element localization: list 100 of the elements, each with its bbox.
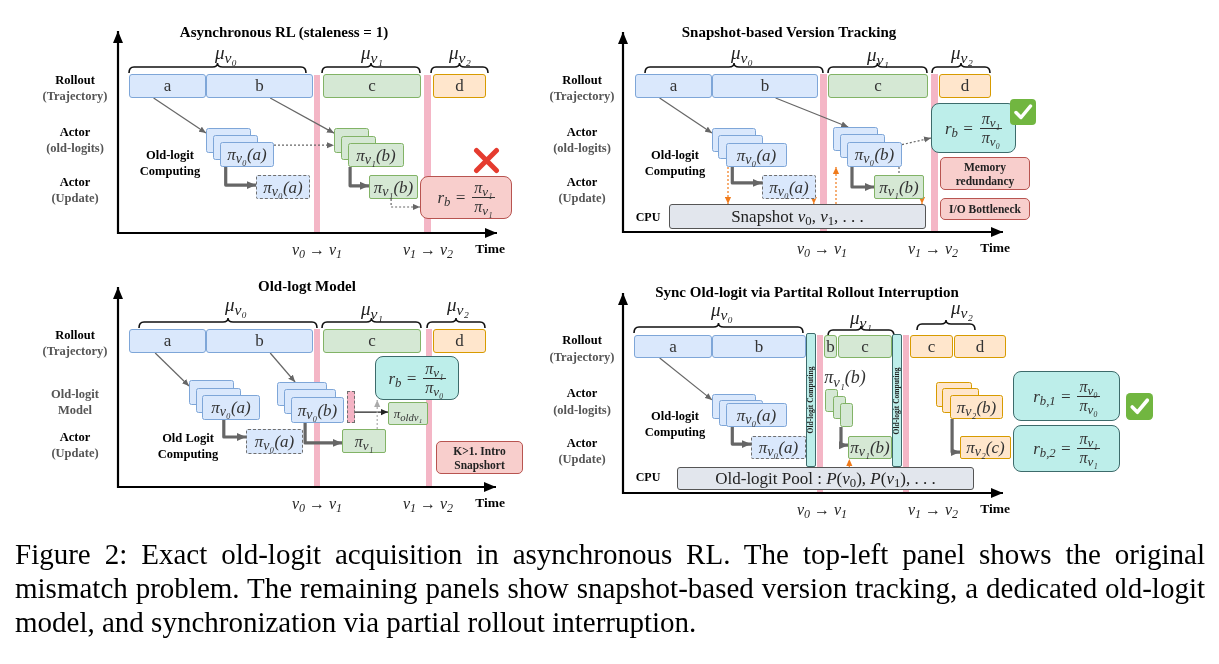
step-label: Old-logit Computing bbox=[643, 147, 707, 179]
formula-text: r$_{b,1}$ = bbox=[1033, 386, 1072, 406]
formula-box bbox=[1013, 371, 1120, 421]
cpu-storage-bar bbox=[669, 204, 926, 229]
rollout-segment bbox=[206, 329, 313, 353]
row-label: Actor bbox=[566, 124, 598, 140]
note-text: Memory redundancy bbox=[954, 159, 1016, 188]
rollout-segment bbox=[838, 335, 892, 358]
cpu-storage-bar bbox=[677, 467, 974, 490]
row-label: (old-logits) bbox=[553, 140, 611, 156]
row-label: (old-logits) bbox=[46, 140, 104, 156]
rollout-segment bbox=[635, 74, 712, 98]
segment-label: c bbox=[368, 332, 376, 350]
arrow bbox=[303, 423, 342, 447]
dotted-arrow bbox=[390, 198, 421, 211]
storage-text: Snapshot v$_{0}$, v$_{1}$, . . . bbox=[731, 207, 864, 226]
rollout-segment bbox=[433, 74, 486, 98]
row-label: (Trajectory) bbox=[549, 88, 615, 104]
step-label: Old Logit Computing bbox=[156, 430, 220, 462]
version-tick-label: v$_{0}$ → v$_{1}$ bbox=[291, 495, 343, 513]
axis-label: Time bbox=[475, 495, 505, 511]
rollout-segment bbox=[129, 74, 206, 98]
version-tick-label: v$_{1}$ → v$_{2}$ bbox=[402, 495, 454, 513]
segment-label: d bbox=[455, 77, 464, 95]
arrow bbox=[950, 419, 960, 457]
panel-title: Asynchronous RL (staleness = 1) bbox=[179, 23, 389, 41]
card-stack bbox=[712, 394, 787, 427]
dotted-arrow bbox=[832, 166, 840, 205]
logit-card bbox=[762, 175, 816, 199]
rollout-segment bbox=[323, 74, 421, 98]
row-label: Actor bbox=[566, 385, 598, 401]
arrow bbox=[850, 167, 874, 191]
segment-label: d bbox=[960, 77, 970, 95]
segment-label: a bbox=[163, 77, 172, 95]
arrow bbox=[224, 167, 256, 190]
arrow bbox=[222, 420, 246, 441]
formula-text: r$_{b}$ = bbox=[388, 368, 418, 388]
note-text: K>1. Intro Snapshort bbox=[452, 443, 507, 472]
math-label: π$_{v₀}$(a) bbox=[254, 432, 295, 451]
logit-card bbox=[342, 429, 386, 453]
row-label: (Trajectory) bbox=[42, 88, 108, 104]
math-label: π$_{v₁}$(b) bbox=[373, 177, 414, 197]
formula-box bbox=[375, 356, 459, 400]
row-label: Rollout bbox=[562, 332, 602, 348]
dotted-arrow bbox=[918, 197, 926, 205]
segment-label: b bbox=[754, 337, 764, 356]
segment-label: c bbox=[874, 77, 882, 95]
dotted-arrow bbox=[374, 399, 381, 430]
panel-title: Old-logt Model bbox=[258, 277, 356, 295]
axis-label: Time bbox=[475, 241, 505, 257]
step-label: Old-logit Computing bbox=[138, 147, 202, 179]
card-stack bbox=[334, 128, 404, 167]
row-label: Rollout bbox=[55, 72, 95, 88]
math-label: π$_{v₀}$(a) bbox=[736, 145, 777, 165]
math-label: π$_{v₁}$(b) bbox=[879, 177, 919, 197]
logit-card bbox=[246, 429, 303, 454]
segment-label: d bbox=[975, 337, 985, 356]
dotted-arrow bbox=[901, 136, 932, 146]
arrow bbox=[659, 357, 713, 401]
row-label: Actor bbox=[59, 124, 91, 140]
segment-label: d bbox=[455, 332, 464, 350]
marker-bar bbox=[347, 391, 355, 423]
row-label: (Update) bbox=[558, 190, 606, 206]
segment-label: c bbox=[861, 337, 869, 356]
card-stack bbox=[189, 380, 260, 420]
rollout-segment bbox=[634, 335, 712, 358]
row-label: (Update) bbox=[51, 190, 99, 206]
dotted-arrow bbox=[273, 142, 335, 149]
arrow bbox=[839, 427, 848, 450]
card-stack bbox=[825, 389, 853, 427]
fraction-denominator: π$_{v₁}$ bbox=[473, 198, 494, 216]
arrow bbox=[153, 97, 207, 134]
math-label: π$_{v₀}$(b) bbox=[297, 400, 338, 420]
rollout-segment bbox=[954, 335, 1006, 358]
warning-note bbox=[436, 441, 523, 474]
row-label: (Trajectory) bbox=[549, 349, 615, 365]
vertical-bar bbox=[806, 333, 816, 467]
version-tick-label: v$_{0}$ → v$_{1}$ bbox=[796, 501, 848, 519]
axis-label: Time bbox=[980, 240, 1010, 256]
row-label: Actor bbox=[59, 174, 91, 190]
math-label: π$_{v₀}$(a) bbox=[263, 177, 303, 197]
dotted-arrow bbox=[724, 166, 732, 205]
dotted-arrow bbox=[846, 458, 853, 468]
segment-label: c bbox=[368, 77, 376, 95]
segment-label: a bbox=[669, 337, 677, 356]
formula-text: r$_{b}$ = bbox=[944, 118, 974, 138]
row-label: Actor bbox=[566, 174, 598, 190]
arrow bbox=[154, 352, 190, 387]
axis-label: Time bbox=[980, 501, 1010, 517]
arrow bbox=[730, 427, 751, 449]
segment-label: b bbox=[255, 77, 264, 95]
version-tick-label: v$_{1}$ → v$_{2}$ bbox=[907, 240, 959, 258]
math-label: π$_{v₁}$(b) bbox=[850, 438, 890, 457]
card-stack bbox=[936, 382, 1003, 419]
rollout-segment bbox=[323, 329, 421, 353]
fraction-denominator: π$_{v₀}$ bbox=[980, 128, 1002, 147]
card-stack bbox=[833, 127, 902, 167]
logit-card bbox=[388, 402, 428, 425]
logit-card bbox=[751, 436, 806, 459]
rollout-segment bbox=[712, 335, 806, 358]
